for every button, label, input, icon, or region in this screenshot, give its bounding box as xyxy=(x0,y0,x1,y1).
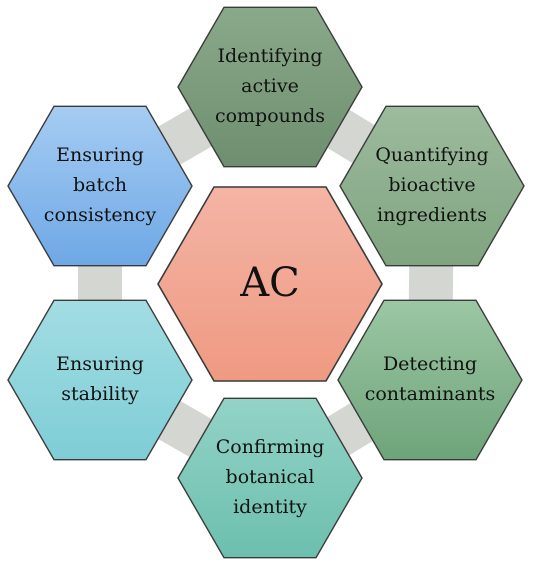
label-quantifying-bioactive-ingredients-line-2: bioactive xyxy=(388,174,475,196)
hexagon-ensuring-batch-consistency xyxy=(7,105,193,267)
label-detecting-contaminants-line-2: contaminants xyxy=(365,383,496,405)
label-quantifying-bioactive-ingredients-line-1: Quantifying xyxy=(375,144,488,166)
label-ensuring-stability-line-1: Ensuring xyxy=(56,353,144,375)
label-identifying-active-compounds-line-1: Identifying xyxy=(217,45,322,67)
hexagon-identifying-active-compounds xyxy=(177,6,363,168)
label-quantifying-bioactive-ingredients-line-3: ingredients xyxy=(377,204,487,226)
label-detecting-contaminants-line-1: Detecting xyxy=(383,353,477,375)
center-label-line-1: AC xyxy=(239,260,300,306)
label-confirming-botanical-identity-line-1: Confirming xyxy=(216,436,324,458)
hexagon-quantifying-bioactive-ingredients xyxy=(339,105,525,267)
hexagon-detecting-contaminants xyxy=(337,299,523,461)
label-identifying-active-compounds-line-3: compounds xyxy=(215,105,325,127)
hexagon-confirming-botanical-identity xyxy=(177,397,363,559)
label-identifying-active-compounds-line-2: active xyxy=(241,75,299,97)
label-ensuring-batch-consistency-line-1: Ensuring xyxy=(56,144,144,166)
hexagon-ensuring-stability xyxy=(7,299,193,461)
label-ensuring-batch-consistency-line-3: consistency xyxy=(44,204,157,226)
label-confirming-botanical-identity-line-2: botanical xyxy=(226,466,315,488)
label-confirming-botanical-identity-line-3: identity xyxy=(233,496,307,518)
label-ensuring-batch-consistency-line-2: batch xyxy=(73,174,127,196)
center-hexagon xyxy=(157,186,383,382)
label-ensuring-stability-line-2: stability xyxy=(61,383,139,405)
